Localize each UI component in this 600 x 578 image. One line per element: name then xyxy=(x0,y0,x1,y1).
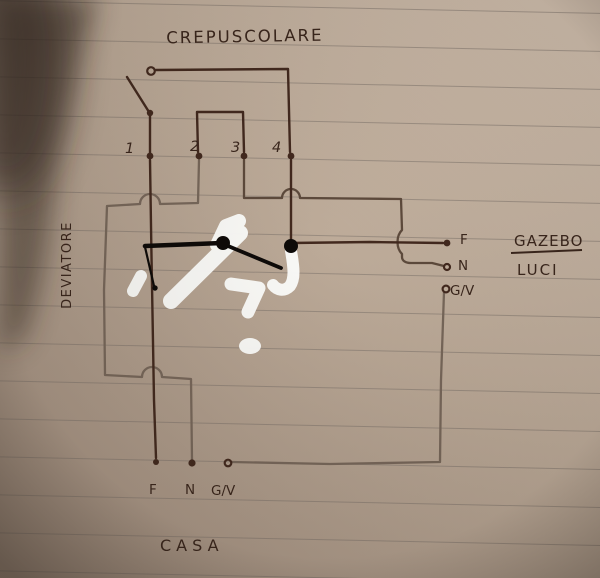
notebook-photo: CREPUSCOLARE 1 2 3 4 DEVIATORE F N G/V G… xyxy=(0,0,600,578)
wiring-diagram: CREPUSCOLARE 1 2 3 4 DEVIATORE F N G/V G… xyxy=(0,0,600,578)
photo-shadows xyxy=(0,0,600,578)
vignette xyxy=(0,0,600,578)
